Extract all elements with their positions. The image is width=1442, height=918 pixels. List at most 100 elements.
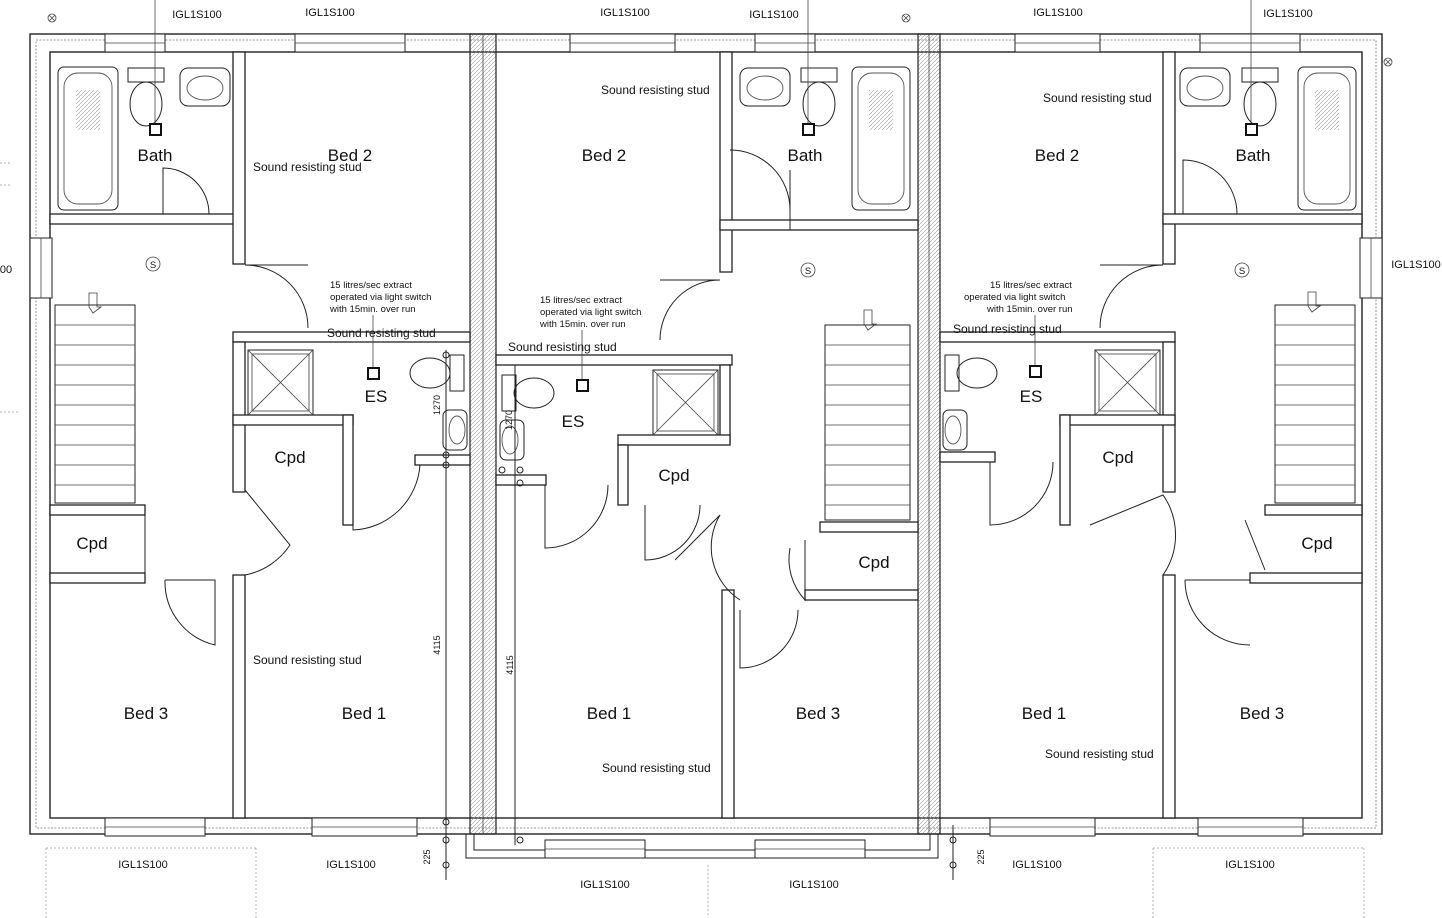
window-code: IGL1S100 [600,7,650,19]
note-sound-stud: Sound resisting stud [253,653,362,667]
window-bottom [989,817,1096,837]
sanitary-fittings [57,66,1357,461]
note-extract-line3: with 15min. over run [986,304,1073,315]
note-extract-line2: operated via light switch [330,292,431,303]
window-code: IGL1S100 [305,7,355,19]
toilet [800,67,838,127]
window-top [294,33,406,53]
stair-unit1 [54,292,136,504]
toilet [944,354,998,392]
window-top [1014,33,1101,53]
bathtub [1297,66,1357,211]
stairs [54,291,1356,521]
note-sound-stud: Sound resisting stud [508,340,617,354]
basin [1179,67,1231,107]
dimension-1270: 1270 [504,410,514,430]
room-label-cpd: Cpd [76,534,107,553]
window-code: IGL1S100 [789,879,839,891]
room-label-bed2: Bed 2 [328,146,372,165]
window-code: IGL1S100 [118,859,168,871]
toilet [1241,67,1279,127]
room-label-bed3: Bed 3 [124,704,168,723]
note-sound-stud: Sound resisting stud [1045,747,1154,761]
window-top [754,33,816,53]
dimension-225: 225 [976,849,986,864]
window-side [29,237,53,299]
stair-symbol: S [1239,266,1245,277]
dimension-225: 225 [422,849,432,864]
window-code: IGL1S100 [1391,259,1441,271]
window-top [1199,33,1301,53]
note-sound-stud: Sound resisting stud [327,326,436,340]
window-code: IGL1S100 [1263,8,1313,20]
toilet [501,374,555,412]
note-extract-line2: operated via light switch [964,292,1065,303]
basin [739,67,791,107]
basin [179,67,231,107]
room-label-bed1: Bed 1 [587,704,631,723]
window-code: IGL1S100 [326,859,376,871]
dimension-4115: 4115 [432,635,442,654]
note-extract-line1: 15 litres/sec extract [540,295,622,306]
room-label-bed1: Bed 1 [1022,704,1066,723]
window-top [569,33,676,53]
window-bottom [754,839,866,859]
window-top [104,33,166,53]
room-label-es: ES [365,387,388,406]
room-label-cpd: Cpd [858,553,889,572]
note-sound-stud: Sound resisting stud [601,83,710,97]
room-label-bed2: Bed 2 [582,146,626,165]
window-code: IGL1S100 [1033,7,1083,19]
window-code: IGL1S100 [580,879,630,891]
stair-symbol: S [150,260,156,271]
dimension-lines [442,350,957,880]
stair-symbol: S [805,266,811,277]
note-extract-line3: with 15min. over run [539,319,626,330]
bathtub [57,66,119,211]
stair-unit3 [1274,291,1356,504]
internal-walls [49,51,1363,819]
room-label-cpd: Cpd [274,448,305,467]
basin [442,409,468,451]
room-label-cpd: Cpd [1102,448,1133,467]
window-bottom [104,817,206,837]
note-extract-line1: 15 litres/sec extract [330,280,412,291]
room-label-bath: Bath [788,146,823,165]
outer-walls [29,33,1383,859]
note-sound-stud: Sound resisting stud [953,322,1062,336]
note-extract-line3: with 15min. over run [329,304,416,315]
window-code-partial: 00 [0,264,12,276]
note-extract-line1: 15 litres/sec extract [990,280,1072,291]
window-code: IGL1S100 [749,9,799,21]
aux-marks [0,13,1393,918]
dimension-1270: 1270 [432,395,442,415]
room-label-es: ES [1020,387,1043,406]
room-labels: Bath Bath Bath Bed 2 Bed 2 Bed 2 ES ES E… [76,146,1332,723]
window-bottom [1197,817,1304,837]
toilet [127,67,165,127]
extract-fans [149,0,1258,392]
store-cupboards [247,349,1161,436]
window-code: IGL1S100 [172,9,222,21]
windows [29,33,1383,859]
window-code: IGL1S100 [1012,859,1062,871]
room-label-bath: Bath [138,146,173,165]
basin [942,409,968,451]
room-label-bath: Bath [1236,146,1271,165]
room-label-cpd: Cpd [1301,534,1332,553]
basin [499,419,525,461]
window-bottom [311,817,418,837]
window-bottom [544,839,646,859]
annotation-notes: Sound resisting stud Sound resisting stu… [253,83,1154,775]
room-label-bed2: Bed 2 [1035,146,1079,165]
note-sound-stud: Sound resisting stud [602,761,711,775]
note-sound-stud: Sound resisting stud [1043,91,1152,105]
room-label-cpd: Cpd [658,466,689,485]
stair-unit2 [824,309,911,521]
party-walls [469,33,941,835]
toilet [409,354,465,392]
note-sound-stud: Sound resisting stud [253,160,362,174]
note-extract-line2: operated via light switch [540,307,641,318]
doors [144,149,1266,669]
